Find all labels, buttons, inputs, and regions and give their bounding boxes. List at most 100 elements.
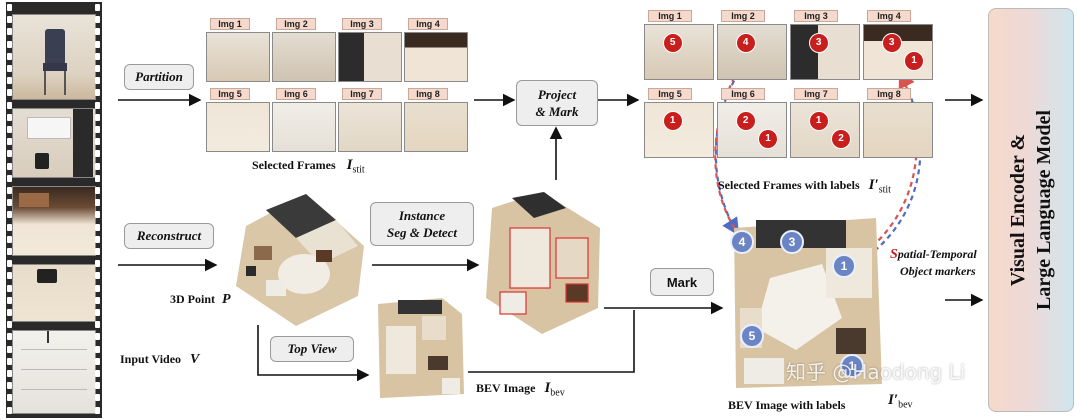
selected-frames-symbol: I — [346, 157, 353, 173]
film-hole — [95, 150, 100, 158]
top-view-label: Top View — [287, 341, 337, 356]
film-hole — [95, 211, 100, 219]
film-hole — [95, 113, 100, 121]
film-hole — [95, 345, 100, 353]
film-hole — [7, 28, 12, 36]
film-hole — [7, 382, 12, 390]
reconstruct-label: Reconstruct — [136, 228, 202, 243]
bev-text: BEV Image — [476, 381, 536, 395]
film-holes-right — [95, 4, 101, 416]
film-hole — [95, 174, 100, 182]
film-hole — [95, 16, 100, 24]
vlm-line-2: Large Language Model — [1033, 110, 1055, 310]
film-hole — [95, 77, 100, 85]
frame-thumb-8 — [404, 102, 468, 152]
labeled-frame-marker-5-1: 1 — [662, 110, 683, 131]
frame-thumb-6 — [272, 102, 336, 152]
film-hole — [7, 16, 12, 24]
point-3d-text: 3D Point — [170, 292, 215, 306]
frame-thumb-4 — [404, 32, 468, 82]
frame-tag-2: Img 2 — [276, 18, 316, 30]
bev-image — [482, 188, 606, 338]
labeled-frame-thumb-1: 5 — [644, 24, 714, 80]
bev-marker-1-top: 1 — [832, 254, 856, 278]
labeled-frame-tag-2: Img 2 — [721, 10, 765, 22]
bev-marker-5: 5 — [740, 324, 764, 348]
film-hole — [7, 138, 12, 146]
film-hole — [95, 52, 100, 60]
bev-labeled-image: 4 3 1 5 1 — [726, 208, 888, 390]
selected-frames-text: Selected Frames — [252, 158, 336, 172]
bev-labeled-symbol: I′ — [888, 392, 899, 408]
film-hole — [7, 394, 12, 402]
project-mark-box: Project & Mark — [516, 80, 598, 126]
frame-tag-7: Img 7 — [342, 88, 382, 100]
labeled-frame-marker-2-4: 4 — [735, 32, 756, 53]
arrow-topview-bev-to-mark — [468, 310, 635, 373]
film-hole — [95, 235, 100, 243]
labeled-frame-marker-4-3: 3 — [881, 32, 902, 53]
film-hole — [7, 284, 12, 292]
labeled-frame-marker-3-3: 3 — [808, 32, 829, 53]
film-hole — [95, 284, 100, 292]
markers-text-1: patial-Temporal — [897, 247, 977, 261]
film-hole — [7, 309, 12, 316]
frame-thumb-5 — [206, 102, 270, 152]
frame-tag-1: Img 1 — [210, 18, 250, 30]
film-hole — [95, 223, 100, 231]
video-frame-floor — [12, 264, 96, 322]
film-hole — [95, 296, 100, 304]
instance-label: Instance — [398, 208, 446, 223]
labeled-frame-tag-3: Img 3 — [794, 10, 838, 22]
labeled-frame-thumb-8 — [863, 102, 933, 158]
film-hole — [7, 40, 12, 48]
film-hole — [95, 370, 100, 377]
bev-marker-3: 3 — [780, 230, 804, 254]
film-hole — [95, 357, 100, 365]
film-hole — [95, 162, 100, 170]
film-hole — [95, 260, 100, 268]
film-hole — [7, 406, 12, 414]
input-video-caption: Input Video V — [120, 352, 199, 368]
film-hole — [7, 370, 12, 377]
point-3d-caption: 3D Point P — [170, 292, 231, 308]
selected-frames-caption: Selected Frames Istit — [252, 157, 365, 175]
film-hole — [95, 65, 100, 72]
film-hole — [95, 187, 100, 194]
film-hole — [7, 77, 12, 85]
film-hole — [7, 333, 12, 341]
arrow-video-to-topview — [257, 325, 370, 382]
seg-detect-label: Seg & Detect — [386, 225, 458, 240]
film-hole — [7, 357, 12, 365]
mark-box: Mark — [650, 268, 714, 296]
film-hole — [7, 321, 12, 329]
project-label: Project — [537, 87, 577, 102]
labeled-frames-sub: stit — [878, 184, 891, 196]
frame-thumb-7 — [338, 102, 402, 152]
point-cloud-image — [226, 186, 368, 328]
mark-label: Mark — [666, 274, 698, 290]
film-hole — [7, 211, 12, 219]
frame-thumb-3 — [338, 32, 402, 82]
film-hole — [95, 89, 100, 97]
film-hole — [7, 162, 12, 170]
labeled-frames-symbol: I′ — [868, 177, 879, 193]
labeled-frames-caption: Selected Frames with labels I′stit — [718, 177, 891, 195]
top-view-image — [372, 296, 468, 400]
film-hole — [95, 382, 100, 390]
film-hole — [95, 28, 100, 36]
bev-labeled-text: BEV Image with labels — [728, 398, 846, 412]
film-strip — [6, 2, 102, 418]
frame-tag-4: Img 4 — [408, 18, 448, 30]
film-hole — [7, 199, 12, 207]
frame-tag-5: Img 5 — [210, 88, 250, 100]
labeled-frame-thumb-2: 4 — [717, 24, 787, 80]
film-hole — [95, 309, 100, 316]
film-hole — [7, 65, 12, 72]
partition-box: Partition — [124, 64, 194, 90]
film-hole — [95, 272, 100, 280]
film-hole — [95, 126, 100, 133]
